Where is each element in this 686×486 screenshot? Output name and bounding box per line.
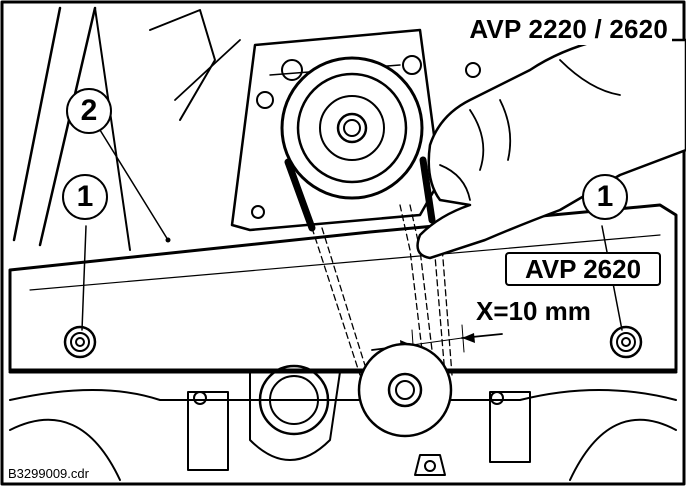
upper-pulley <box>280 56 424 200</box>
callout-bolt-right: 1 <box>582 174 628 220</box>
model-title: AVP 2220 / 2620 <box>465 14 672 45</box>
model-badge: AVP 2620 <box>505 252 661 286</box>
housing-bolt <box>281 59 303 81</box>
bolt-right <box>609 325 643 359</box>
hand-illustration <box>416 38 686 260</box>
dimension-label: X=10 mm <box>476 296 591 326</box>
frame-bar-left <box>12 6 97 247</box>
drive-belt <box>284 158 316 232</box>
callout-bolt-left: 1 <box>62 174 108 220</box>
callout-belt-guard: 2 <box>66 88 112 134</box>
bolt-left <box>63 325 97 359</box>
frame-bar-left-2 <box>94 7 131 251</box>
belt-guard <box>8 203 678 372</box>
lower-pulley <box>258 342 453 438</box>
file-name: B3299009.cdr <box>6 466 91 481</box>
